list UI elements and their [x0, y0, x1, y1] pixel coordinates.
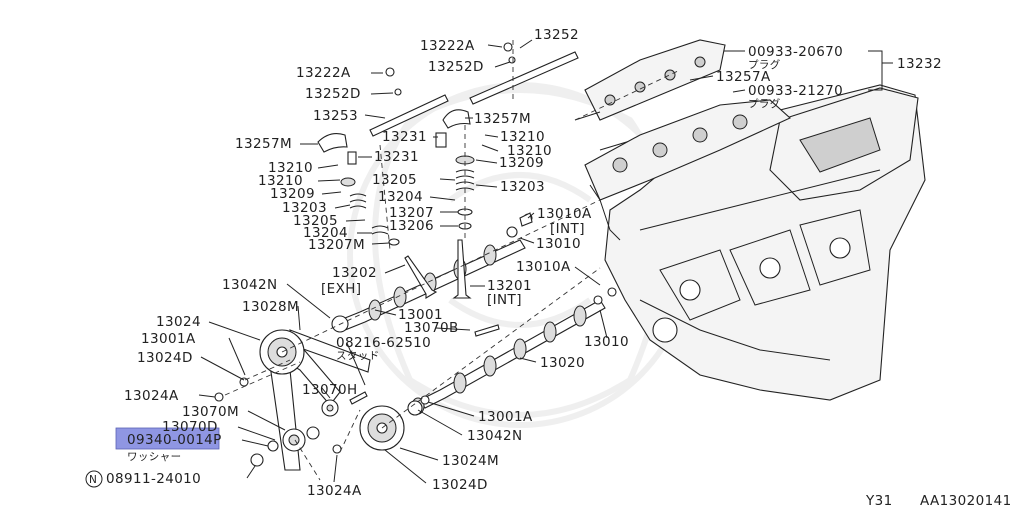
- label-00933-20670: 00933-20670: [748, 44, 843, 60]
- label-13024A-left: 13024A: [124, 388, 179, 404]
- label-13201: 13201: [487, 278, 532, 294]
- label-13070M: 13070M: [182, 404, 239, 420]
- plug-13001A: [420, 395, 430, 405]
- label-13070H: 13070H: [302, 382, 358, 398]
- valve-intake: [452, 239, 472, 299]
- valve-spring-left: [340, 177, 400, 246]
- bolt-13024A-left: [214, 392, 224, 402]
- label-13231-left: 13231: [374, 149, 419, 165]
- label-13024: 13024: [156, 314, 201, 330]
- label-13252: 13252: [534, 27, 579, 43]
- label-13206-right: 13206: [389, 218, 434, 234]
- label-13252D-top: 13252D: [428, 59, 484, 75]
- label-13257M-left: 13257M: [235, 136, 292, 152]
- label-13010-lower: 13010: [584, 334, 629, 350]
- label-13253: 13253: [313, 108, 358, 124]
- label-13202: 13202: [332, 265, 377, 281]
- label-13222A-top: 13222A: [420, 38, 475, 54]
- label-13203-left: 13203: [282, 200, 327, 216]
- lash-adjuster-left: [347, 151, 357, 165]
- label-13010A-mid: 13010A: [516, 259, 571, 275]
- label-13205-right: 13205: [372, 172, 417, 188]
- stud-13070B: [474, 324, 500, 337]
- label-13024D-bottom: 13024D: [432, 477, 488, 493]
- label-washer: ワッシャー: [127, 451, 182, 463]
- alignment-lines: [224, 40, 681, 481]
- valve-spring-right: [455, 155, 475, 230]
- label-13203-right: 13203: [500, 179, 545, 195]
- rocker-arm-left: [317, 133, 348, 153]
- label-13024M: 13024M: [442, 453, 499, 469]
- label-13222A-left: 13222A: [296, 65, 351, 81]
- stud-bolt: [349, 391, 368, 405]
- label-13028M: 13028M: [242, 299, 299, 315]
- label-13070D: 13070D: [162, 419, 218, 435]
- rocker-shaft-right: [469, 42, 579, 105]
- label-13024D-left: 13024D: [137, 350, 193, 366]
- label-00933-21270: 00933-21270: [748, 83, 843, 99]
- label-13020: 13020: [540, 355, 585, 371]
- label-13252D-left: 13252D: [305, 86, 361, 102]
- label-13210-b: 13210: [507, 143, 552, 159]
- label-exh: [EXH]: [321, 281, 361, 297]
- engine-block: [574, 39, 926, 401]
- rocker-shaft-left: [369, 67, 449, 137]
- label-13010A-upper: 13010A: [537, 206, 592, 222]
- label-13257M-right: 13257M: [474, 111, 531, 127]
- label-13210-a: 13210: [500, 129, 545, 145]
- rocker-arm-right: [442, 109, 471, 129]
- footer-ref: AA13020141: [920, 493, 1012, 509]
- tensioner-pulley: [282, 426, 320, 452]
- label-13231-top: 13231: [382, 129, 427, 145]
- highlight-box: [115, 427, 220, 450]
- leader-lines: [198, 39, 893, 484]
- label-13042N-top: 13042N: [222, 277, 277, 293]
- label-13001: 13001: [398, 307, 443, 323]
- label-13205-left: 13205: [293, 213, 338, 229]
- label-13209-left: 13209: [270, 186, 315, 202]
- label-13210-left1: 13210: [268, 160, 313, 176]
- label-13210-left2: 13210: [258, 173, 303, 189]
- label-plug-2: プラグ: [748, 97, 781, 110]
- plug-13010-intake: [519, 212, 533, 227]
- label-13042N-bottom: 13042N: [467, 428, 522, 444]
- label-stud: スタッド: [336, 350, 380, 362]
- label-13010-upper: 13010: [536, 236, 581, 252]
- nut-part: [250, 453, 264, 467]
- label-int-1: [INT]: [487, 292, 522, 308]
- oil-seal-13042N: [407, 400, 423, 416]
- label-n-mark: N: [89, 474, 97, 486]
- part-labels: 13252 13222A 13252D 13222A 13252D 13253 …: [85, 27, 1012, 509]
- label-plug-1: プラグ: [748, 58, 781, 71]
- label-13257A: 13257A: [716, 69, 771, 85]
- footer-code: Y31: [865, 493, 893, 509]
- label-08911-24010: 08911-24010: [106, 471, 201, 487]
- washer-part: [267, 440, 279, 452]
- label-13204-right: 13204: [378, 189, 423, 205]
- label-13024A-bottom: 13024A: [307, 483, 362, 499]
- label-09340-0014P[interactable]: 09340-0014P: [127, 432, 222, 448]
- label-13232: 13232: [897, 56, 942, 72]
- label-13207-right: 13207: [389, 205, 434, 221]
- label-13001A-left: 13001A: [141, 331, 196, 347]
- lash-adjuster-right: [435, 132, 447, 148]
- label-13209-right: 13209: [499, 155, 544, 171]
- label-13207M: 13207M: [308, 237, 365, 253]
- label-13001A-right: 13001A: [478, 409, 533, 425]
- label-13204-left: 13204: [303, 225, 348, 241]
- idler-pulley: [321, 399, 339, 417]
- camshaft-sprocket-upper: [259, 329, 305, 375]
- label-int-2: [INT]: [550, 221, 585, 237]
- n-mark-circle: [85, 470, 103, 488]
- label-08216-62510: 08216-62510: [336, 335, 431, 351]
- label-13070B: 13070B: [404, 320, 459, 336]
- valve-exhaust: [404, 255, 438, 299]
